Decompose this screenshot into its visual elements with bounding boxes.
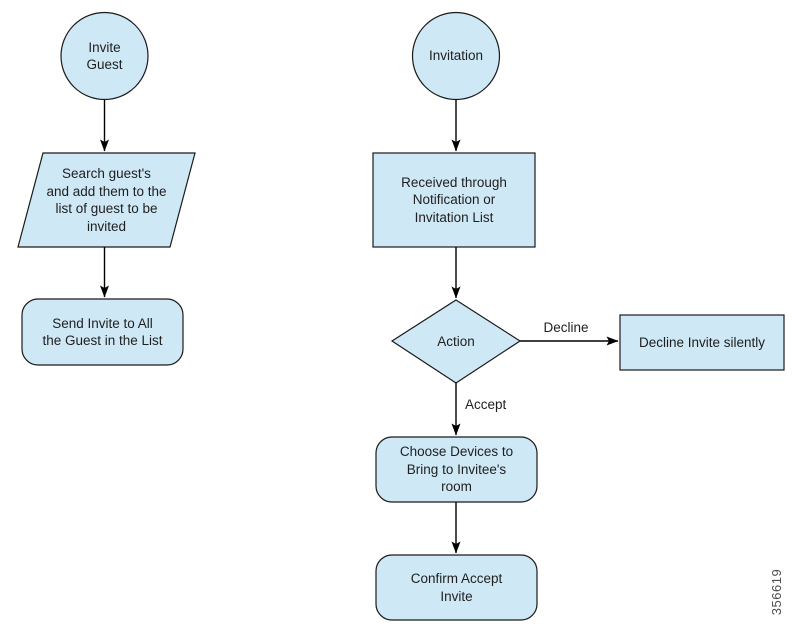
send-invite-rounded-rect bbox=[21, 298, 184, 366]
accept-branch-label: Accept bbox=[465, 397, 507, 412]
send-invite-step-label: Send Invite to All the Guest in the List bbox=[42, 315, 163, 349]
search-guests-step-label: Search guest's and add them to the list … bbox=[46, 166, 167, 234]
decline-invite-rect bbox=[619, 314, 785, 371]
decline-step-label: Decline Invite silently bbox=[638, 334, 766, 350]
confirm-accept-step-label: Confirm Accept Invite bbox=[410, 571, 503, 604]
action-decision-label: Action bbox=[437, 333, 475, 349]
choose-devices-step-label: Choose Devices to Bring to Invitee's roo… bbox=[399, 444, 514, 495]
figure-number: 356619 bbox=[769, 568, 784, 616]
invite-guest-start-circle bbox=[60, 11, 149, 101]
received-process-rect bbox=[372, 152, 536, 248]
search-guests-parallelogram bbox=[17, 152, 196, 248]
invitation-start-circle bbox=[411, 11, 501, 101]
decline-branch-label: Decline bbox=[543, 320, 589, 335]
invitation-start-label: Invitation bbox=[428, 48, 484, 64]
confirm-accept-rounded-rect bbox=[375, 554, 538, 621]
invite-guest-start-label: Invite Guest bbox=[86, 39, 123, 73]
received-step-label: Received through Notification or Invitat… bbox=[401, 174, 507, 225]
